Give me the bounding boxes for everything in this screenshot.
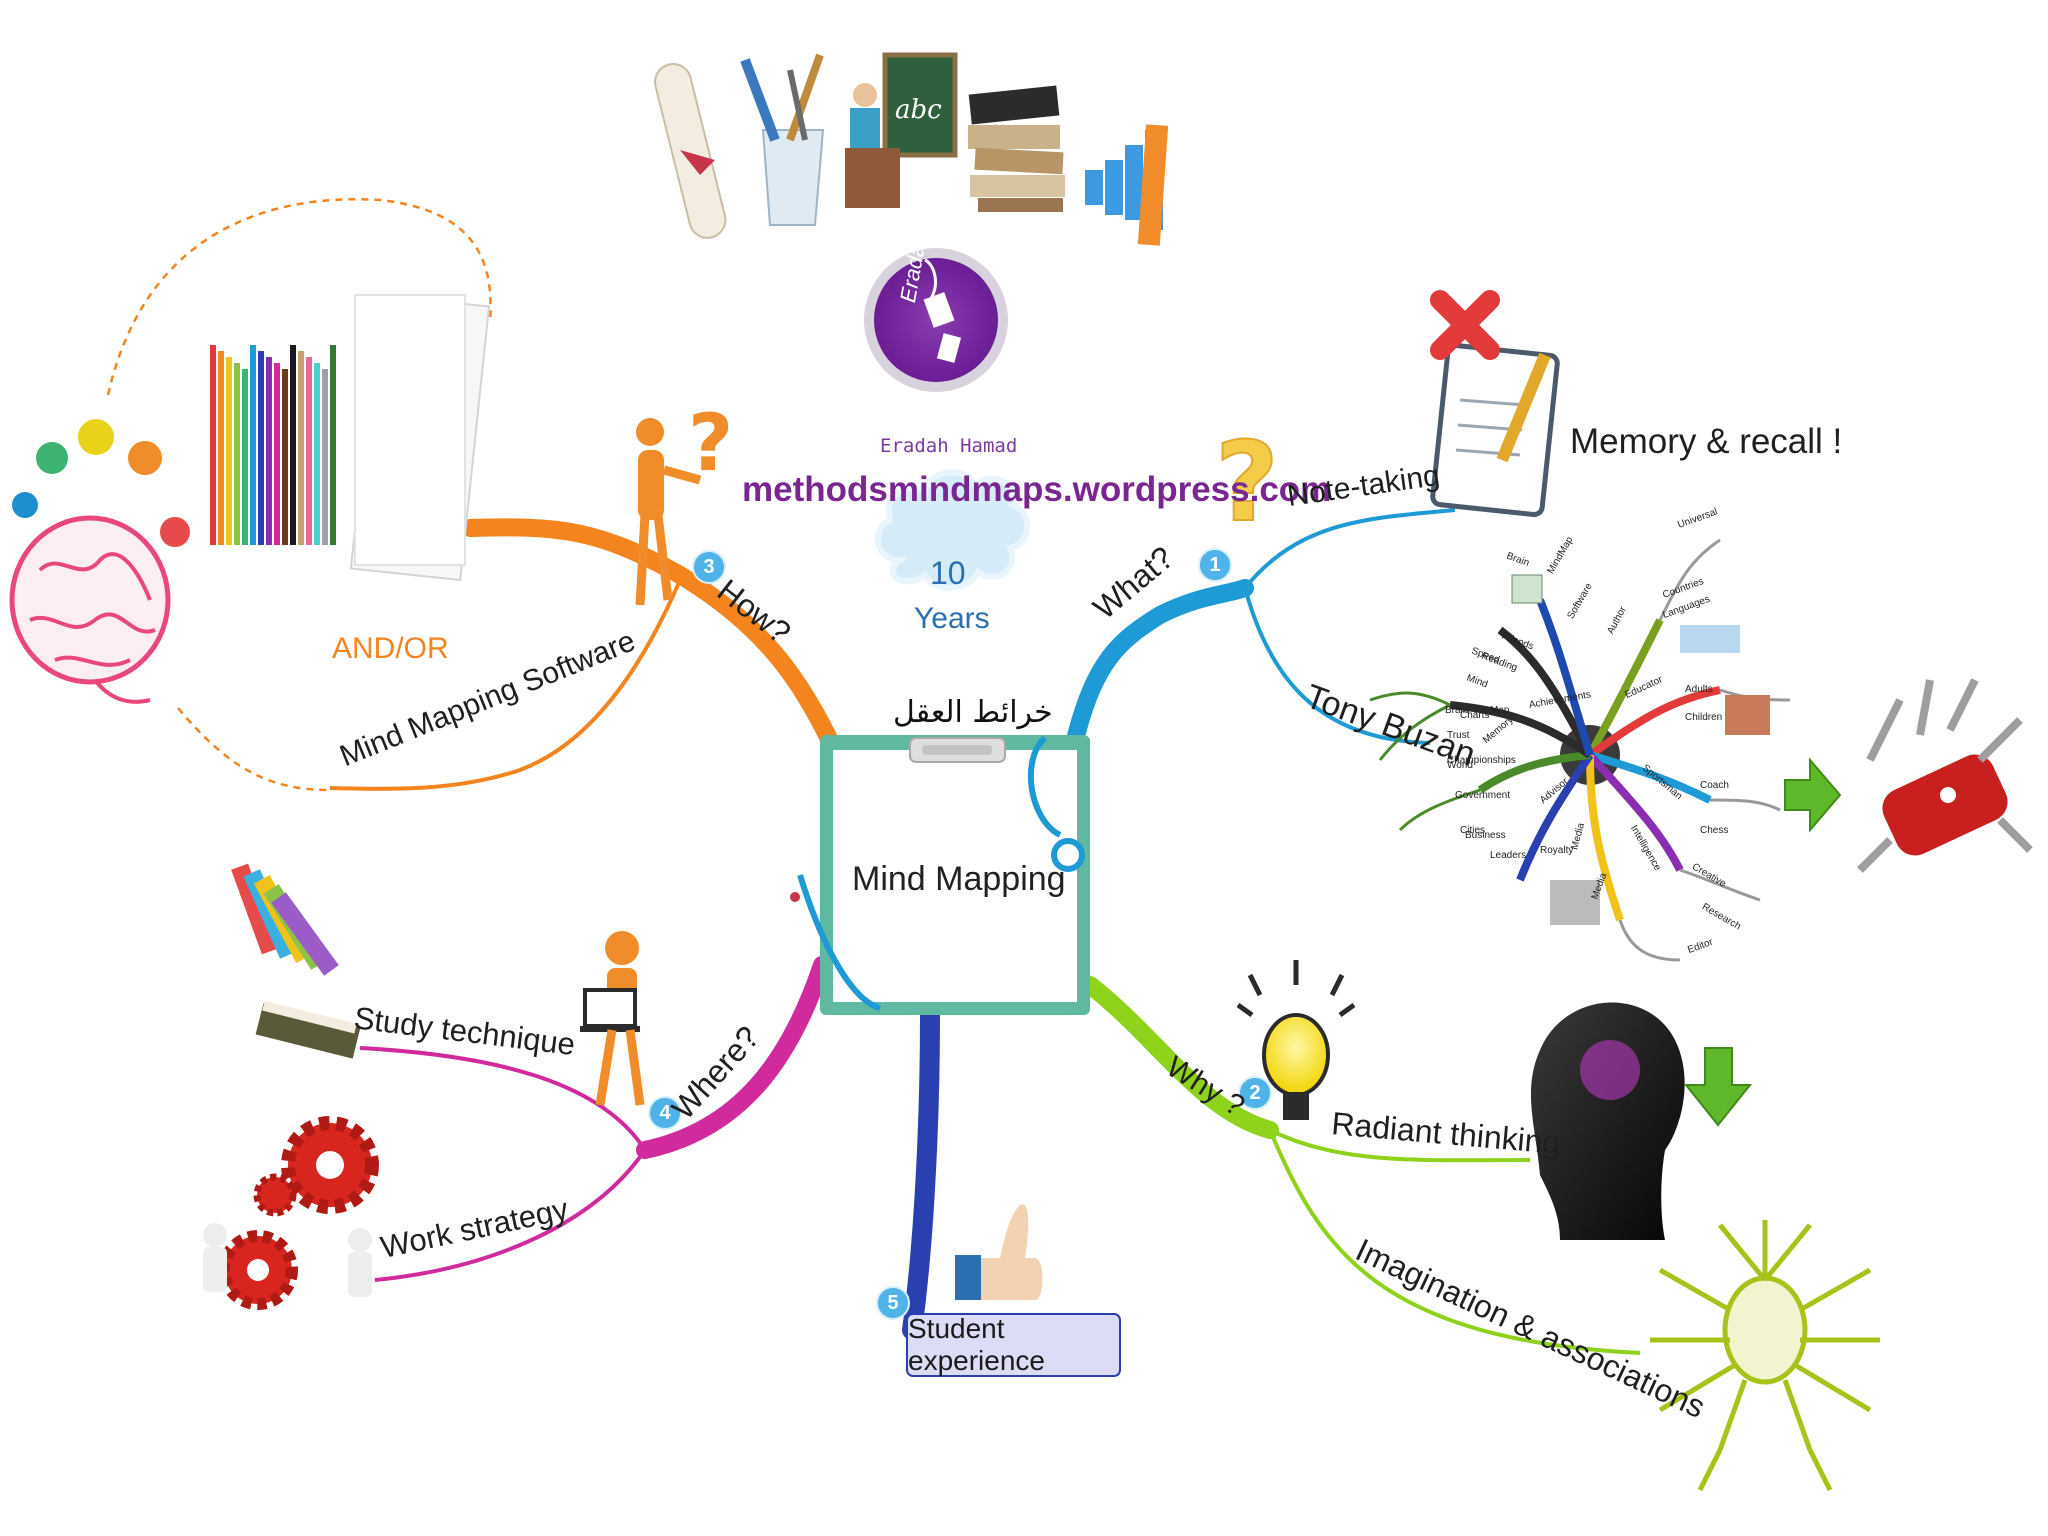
notepad-icon: [1430, 290, 1560, 518]
books-icon: [231, 863, 361, 1059]
swiss-knife-icon: [1857, 678, 2033, 873]
buzan-map-word: Coach: [1700, 780, 1729, 791]
buzan-map-word: Royalty: [1540, 845, 1574, 856]
student-experience-label: Student experience: [908, 1313, 1045, 1376]
branch-number-5: 5: [876, 1286, 910, 1320]
head-brain-icon: [1530, 1002, 1685, 1240]
svg-text:?: ?: [688, 399, 733, 489]
anniversary-number: 10: [930, 555, 966, 591]
question-person-icon: ?: [635, 399, 733, 606]
branch-number-4: 4: [648, 1096, 682, 1130]
arabic-title: خرائط العقل: [893, 695, 1053, 730]
pencil: [210, 345, 216, 545]
pencil: [306, 357, 312, 545]
colored-pencils-icon: [210, 345, 336, 545]
pencil: [322, 369, 328, 545]
buzan-map-word: World: [1447, 760, 1473, 771]
logo-emblem: [864, 248, 1008, 392]
buzan-map-word: Brain: [1445, 705, 1469, 716]
years-cloud: [874, 469, 1031, 591]
diploma-icon: [654, 63, 727, 239]
pencil: [242, 369, 248, 545]
bar-chart-icon: [1085, 124, 1169, 246]
pencil: [218, 351, 224, 545]
logo-signature: Eradah Hamad: [880, 435, 1018, 457]
memory-recall-label: Memory & recall !: [1570, 422, 1843, 461]
pencil: [290, 345, 296, 545]
buzan-map-word: Trust: [1447, 730, 1470, 741]
central-topic[interactable]: Mind Mapping: [852, 860, 1066, 898]
pencil-cup-icon: [740, 53, 825, 226]
buzan-map-word: Business: [1465, 830, 1506, 841]
buzan-map-word: Chess: [1700, 825, 1729, 836]
green-arrow-down-icon: [1683, 1047, 1753, 1127]
green-arrow-right-icon: [1784, 757, 1842, 833]
pencil: [234, 363, 240, 545]
pencil: [266, 357, 272, 545]
buzan-map-word: Charts: [1460, 710, 1490, 721]
pencil: [226, 357, 232, 545]
svg-text:abc: abc: [895, 95, 942, 125]
buzan-map-word: Map: [1490, 705, 1510, 716]
teacher-board-icon: abc: [845, 52, 958, 208]
student-experience-box[interactable]: Student experience: [906, 1313, 1121, 1377]
stethoscope-icon: [790, 735, 1085, 1011]
buzan-map-word: Championships: [1447, 755, 1516, 766]
buzan-map-word: Adults: [1685, 684, 1713, 695]
buzan-map-word: Children: [1685, 712, 1723, 723]
anniversary-word: Years: [914, 602, 990, 635]
pencil: [250, 345, 256, 545]
buzan-map-word: Government: [1455, 790, 1511, 801]
branch-number-2: 2: [1238, 1076, 1272, 1110]
and-or-label: AND/OR: [332, 632, 449, 665]
neuron-icon: [1650, 1220, 1880, 1492]
laptop-person-icon: [580, 931, 645, 1106]
svg-text:?: ?: [1215, 418, 1279, 546]
gears-icon: [203, 1116, 379, 1310]
pencil: [314, 363, 320, 545]
pencil: [258, 351, 264, 545]
pencil: [282, 369, 288, 545]
question-mark-icon: ?: [1214, 417, 1280, 547]
branch-number-3: 3: [692, 550, 726, 584]
website-url[interactable]: methodsmindmaps.wordpress.com: [742, 470, 1332, 509]
brain-bulbs-icon: [9, 419, 190, 704]
buzan-map-word: Leaders: [1490, 850, 1527, 861]
buzan-mind-map-image: [1369, 538, 1791, 962]
buzan-map-word: Cities: [1460, 825, 1486, 836]
pencil: [298, 351, 304, 545]
lightbulb-icon: [1236, 960, 1356, 1120]
pencil: [274, 363, 280, 545]
books-stack-icon: [968, 85, 1065, 212]
branch-number-1: 1: [1198, 548, 1232, 582]
thumbs-up-icon: [955, 1204, 1043, 1300]
clipboard-icon: [820, 735, 1090, 1015]
branch-lines: [106, 197, 1641, 1355]
pencil: [330, 345, 336, 545]
paper-sheet-icon: [349, 293, 491, 582]
